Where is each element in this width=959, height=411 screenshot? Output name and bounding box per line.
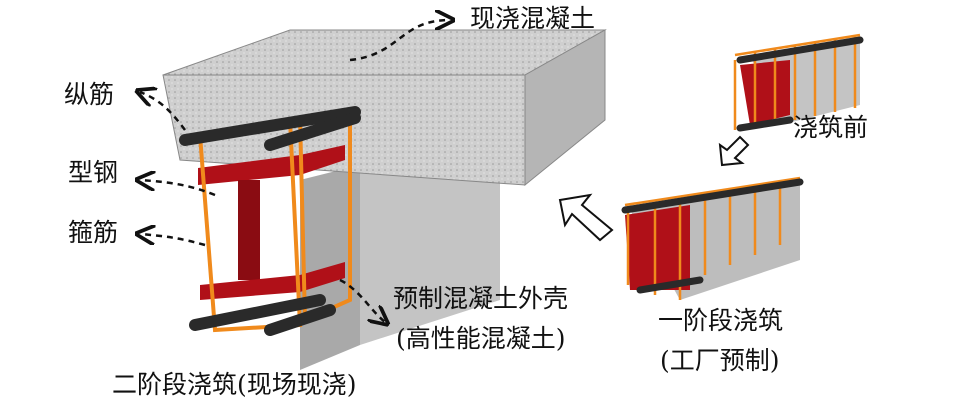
- label-stage1-note: (工厂预制): [660, 346, 780, 375]
- label-precast-shell: 预制混凝土外壳: [393, 284, 569, 313]
- precast-unit-stage1: [621, 176, 804, 300]
- arrow-to-stage2-icon: [558, 193, 614, 242]
- leader-lines: [140, 20, 450, 322]
- label-stage1: 一阶段浇筑: [658, 306, 784, 335]
- label-stage2: 二阶段浇筑(现场现浇): [112, 370, 357, 399]
- label-steel-section: 型钢: [68, 158, 119, 187]
- steel-section: [198, 145, 345, 300]
- label-longitudinal-rebar: 纵筋: [64, 80, 115, 109]
- label-stirrup: 箍筋: [68, 218, 119, 247]
- cast-in-place-slab: [162, 29, 607, 187]
- cage-before-pour: [733, 33, 864, 132]
- label-precast-shell-note: (高性能混凝土): [396, 324, 566, 353]
- label-before-pour: 浇筑前: [793, 113, 869, 142]
- label-cast-concrete: 现浇混凝土: [470, 4, 596, 33]
- longitudinal-rebars: [179, 106, 361, 336]
- arrow-to-stage1-icon: [718, 135, 750, 167]
